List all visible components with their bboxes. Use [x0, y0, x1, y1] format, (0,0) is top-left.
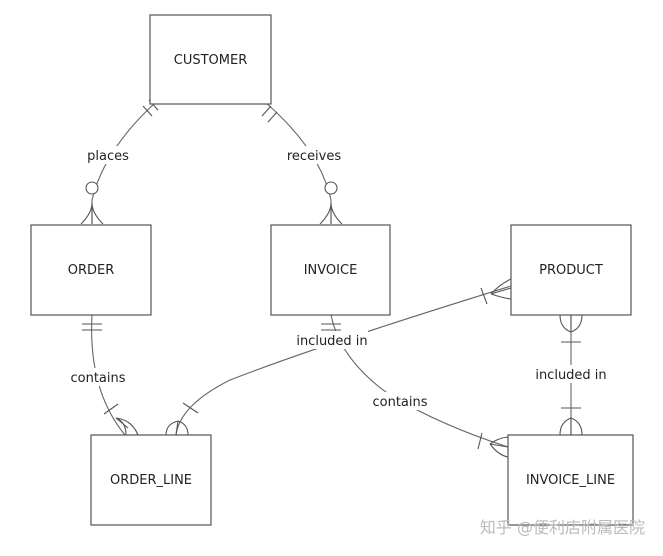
- relationship-label-receives: receives: [287, 149, 342, 164]
- entity-product[interactable]: PRODUCT: [510, 224, 632, 316]
- one-or-many-notation: [480, 278, 512, 305]
- entity-label: ORDER: [68, 263, 115, 278]
- entity-order[interactable]: ORDER: [30, 224, 152, 316]
- entity-invoice[interactable]: INVOICE: [270, 224, 391, 316]
- relationship-label-places: places: [87, 149, 129, 164]
- relationship-label-contains: contains: [70, 371, 125, 386]
- one-or-many-notation: [559, 407, 583, 436]
- entity-label: INVOICE: [304, 263, 358, 278]
- entity-label: INVOICE_LINE: [526, 473, 615, 488]
- product-orderline-relationship-line: [175, 285, 512, 436]
- entity-label: CUSTOMER: [174, 53, 247, 68]
- zero-or-many-notation: [319, 181, 343, 225]
- relationship-label-contains: contains: [372, 395, 427, 410]
- one-or-many-notation: [165, 402, 199, 436]
- one-and-only-one-notation: [321, 323, 341, 331]
- watermark-text: 知乎 @便利店附属医院: [480, 518, 645, 537]
- one-and-only-one-notation: [261, 105, 278, 123]
- one-or-many-notation: [477, 432, 509, 458]
- entity-label: PRODUCT: [539, 263, 603, 278]
- one-and-only-one-notation: [82, 323, 102, 331]
- entity-label: ORDER_LINE: [110, 473, 192, 488]
- relationship-label-included-in: included in: [296, 334, 367, 349]
- zero-or-many-notation: [80, 181, 104, 225]
- entity-customer[interactable]: CUSTOMER: [149, 14, 272, 105]
- one-or-many-notation: [103, 403, 139, 436]
- relationship-label-included-in: included in: [535, 368, 606, 383]
- one-or-many-notation: [559, 314, 583, 343]
- entity-invoice-line[interactable]: INVOICE_LINE: [507, 434, 634, 526]
- entity-order-line[interactable]: ORDER_LINE: [90, 434, 212, 526]
